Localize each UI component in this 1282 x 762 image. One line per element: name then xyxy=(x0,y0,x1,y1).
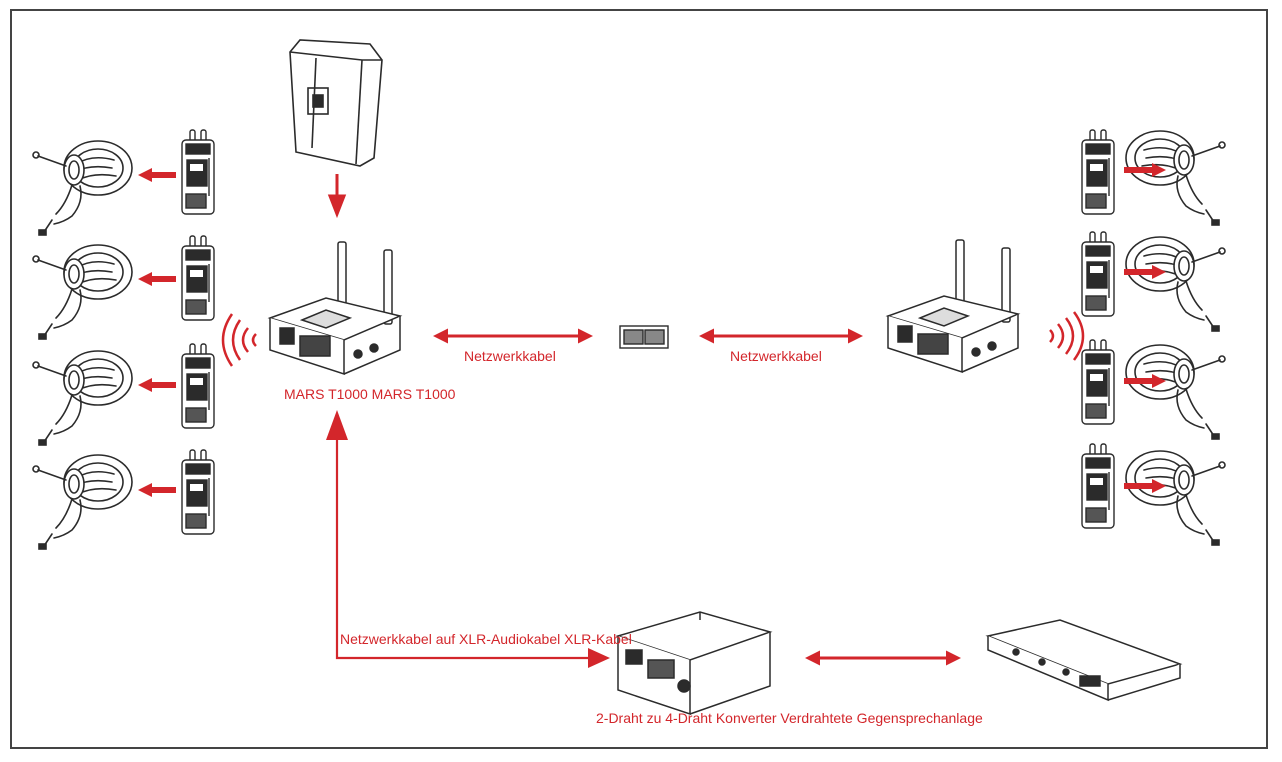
cable-label-right: Netzwerkkabel xyxy=(730,348,822,364)
wireless-signal-icon xyxy=(1049,311,1085,361)
headset-icon xyxy=(1125,236,1226,332)
headset-icon xyxy=(1125,130,1226,226)
arrow-right xyxy=(588,648,610,668)
beltpack-icon xyxy=(1081,129,1115,215)
elbow-cable-line xyxy=(335,438,592,660)
network-switch-icon xyxy=(619,325,669,349)
headset-icon xyxy=(32,454,133,550)
arrow-down xyxy=(327,174,347,219)
cable-label-left: Netzwerkkabel xyxy=(464,348,556,364)
beltpack-icon xyxy=(181,449,215,535)
beltpack-icon xyxy=(1081,443,1115,529)
transceiver-label: MARS T1000 MARS T1000 xyxy=(284,386,456,402)
converter-icon xyxy=(615,611,773,716)
headset-icon xyxy=(1125,450,1226,546)
headset-icon xyxy=(32,350,133,446)
beltpack-icon xyxy=(181,129,215,215)
arrows-right xyxy=(1124,163,1166,493)
wireless-signal-icon xyxy=(221,313,257,367)
beltpack-icon xyxy=(181,235,215,321)
beltpack-icon xyxy=(181,343,215,429)
headset-icon xyxy=(1125,344,1226,440)
transceiver-icon xyxy=(269,241,401,375)
arrows-left xyxy=(138,168,176,497)
headset-icon xyxy=(32,244,133,340)
transceiver-icon xyxy=(887,239,1019,373)
arrow-up xyxy=(326,410,348,440)
converter-label: 2-Draht zu 4-Draht Konverter Verdrahtete… xyxy=(596,710,983,726)
beltpack-icon xyxy=(1081,231,1115,317)
bottom-cable-label: Netzwerkkabel auf XLR-Audiokabel XLR-Kab… xyxy=(340,631,632,647)
headset-icon xyxy=(32,140,133,236)
intercom-rack-icon xyxy=(985,619,1183,702)
beltpack-icon xyxy=(1081,339,1115,425)
power-supply-icon xyxy=(289,39,383,167)
